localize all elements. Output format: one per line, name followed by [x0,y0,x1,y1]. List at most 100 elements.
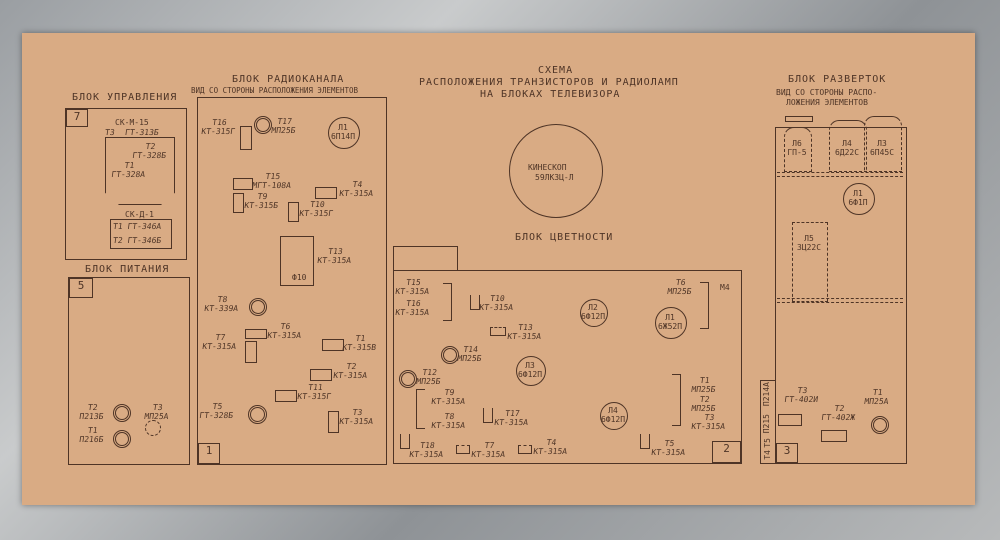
side-panel [760,380,776,464]
title-line2: РАСПОЛОЖЕНИЯ ТРАНЗИСТОРОВ И РАДИОЛАМП [419,77,679,88]
side-label: П215 [762,414,771,434]
block3 [775,127,907,464]
transistor [322,339,344,351]
block1-subtitle: ВИД СО СТОРОНЫ РАСПОЛОЖЕНИЯ ЭЛЕМЕНТОВ [191,86,359,95]
lamp [600,402,628,430]
block7-title: БЛОК УПРАВЛЕНИЯ [72,92,178,103]
block1-number: 1 [198,443,220,464]
transistor [233,193,244,213]
transistor-group [672,374,681,426]
side-label: Т5 [763,438,772,448]
dashed-line [777,302,903,303]
block7 [65,108,187,260]
lamp [516,356,546,386]
lamp-cap [785,116,813,122]
m4-label: М4 [720,283,730,292]
comp-label: Т2 ГТ-346Б [112,236,162,245]
dashed-line [777,172,903,173]
comp-label: Т1 ГТ-346А [112,222,162,231]
transistor [871,416,889,434]
lamp [864,116,902,172]
block7-number: 7 [66,109,88,127]
transistor [399,370,417,388]
transistor [315,187,337,199]
transistor [518,445,532,454]
block2-tab [393,246,458,271]
lamp [792,222,828,302]
block5 [68,277,190,465]
transistor [456,445,470,454]
dashed-line [777,298,903,299]
title-line3: НА БЛОКАХ ТЕЛЕВИЗОРА [480,89,621,100]
transistor [400,434,410,449]
block3-subtitle1: ВИД СО СТОРОНЫ РАСПО- [776,88,878,97]
sk-m-label: СК-М-15 [115,118,149,127]
transistor-group [700,282,709,329]
block2-number: 2 [712,441,741,463]
lamp [328,117,360,149]
dashed-line [777,176,903,177]
side-label: Т4 [763,450,772,460]
sk-d-label: СК-Д-1 [125,210,154,219]
transistor [233,178,253,190]
transistor [254,116,272,134]
comp-label: ГТ-313Б [124,128,160,137]
side-label: П214А [762,382,771,407]
sk-d-board [110,219,172,249]
lamp [580,299,608,327]
kinescope-label: КИНЕСКОП [528,163,567,172]
transistor [240,126,252,150]
block3-number: 3 [776,443,798,463]
lamp [843,183,875,215]
lamp [829,120,867,172]
block3-title: БЛОК РАЗВЕРТОК [788,74,887,85]
transistor [113,430,131,448]
block5-number: 5 [69,278,93,298]
transistor [310,369,332,381]
transistor [470,295,480,310]
block5-title: БЛОК ПИТАНИЯ [85,264,170,275]
transistor [249,298,267,316]
transistor [245,329,267,339]
f10-module [280,236,314,286]
f10-label: Ф10 [292,273,307,282]
comp-label: Т3 [104,128,116,137]
block2 [393,270,742,464]
